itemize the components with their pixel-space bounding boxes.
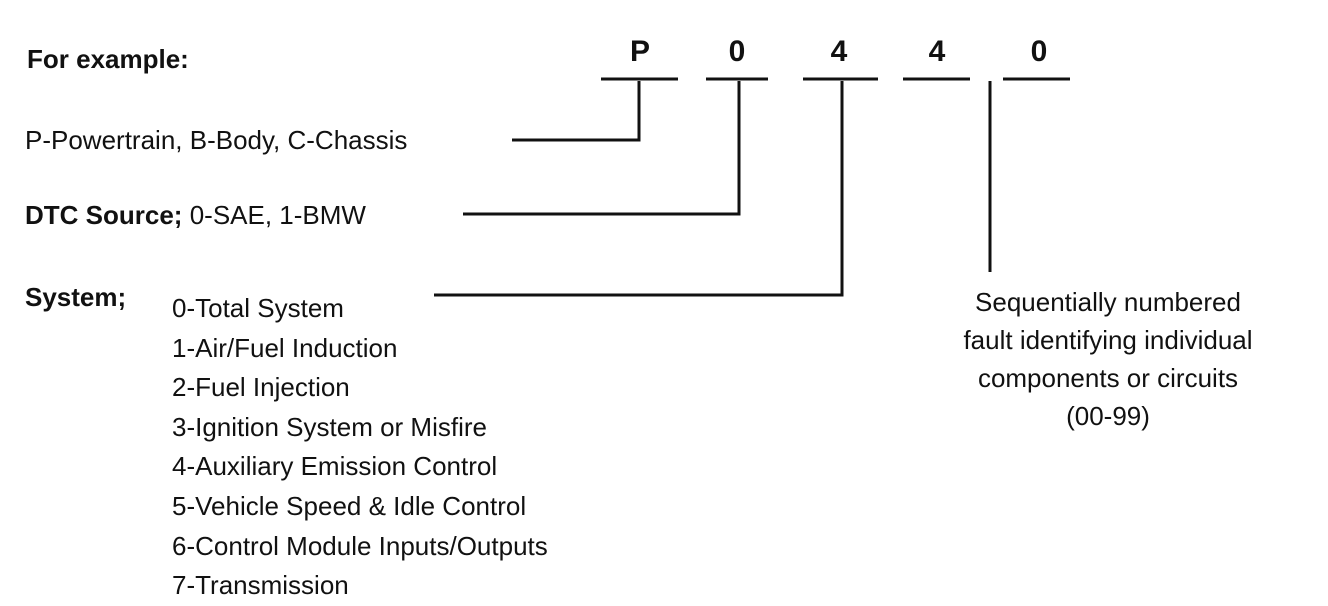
system-item: 5-Vehicle Speed & Idle Control xyxy=(172,490,527,521)
system-item: 7-Transmission xyxy=(172,570,349,601)
source-label: DTC Source; xyxy=(25,200,183,230)
code-char-fault-units: 0 xyxy=(1030,35,1048,68)
code-char-source: 0 xyxy=(728,35,746,68)
connector-source xyxy=(463,81,741,216)
system-item: 6-Control Module Inputs/Outputs xyxy=(172,530,548,561)
system-item: 0-Total System xyxy=(172,293,344,323)
fault-description-line: fault identifying individual xyxy=(963,325,1253,355)
system-item: 2-Fuel Injection xyxy=(172,372,350,403)
code-char-fault-tens: 4 xyxy=(928,35,946,68)
fault-description: Sequentially numbered fault identifying … xyxy=(918,283,1298,435)
fault-description-line: Sequentially numbered xyxy=(975,287,1241,317)
connector-system xyxy=(434,81,844,297)
source-row: DTC Source; 0-SAE, 1-BMW xyxy=(25,202,366,228)
fault-description-line: components or circuits xyxy=(977,363,1239,393)
system-label: System; xyxy=(25,282,127,312)
code-char-system: 4 xyxy=(830,35,848,68)
system-item: 1-Air/Fuel Induction xyxy=(172,332,398,363)
code-char-category: P xyxy=(629,35,650,68)
connector-category xyxy=(512,81,641,142)
system-item: 4-Auxiliary Emission Control xyxy=(172,451,498,482)
category-label: P-Powertrain, B-Body, C-Chassis xyxy=(25,125,408,155)
source-values: 0-SAE, 1-BMW xyxy=(189,200,366,230)
system-item: 3-Ignition System or Misfire xyxy=(172,411,487,442)
system-list: 0-Total System 1-Air/Fuel Induction 2-Fu… xyxy=(172,289,548,606)
fault-description-line: (00-99) xyxy=(1066,401,1150,431)
example-heading: For example: xyxy=(27,44,189,74)
